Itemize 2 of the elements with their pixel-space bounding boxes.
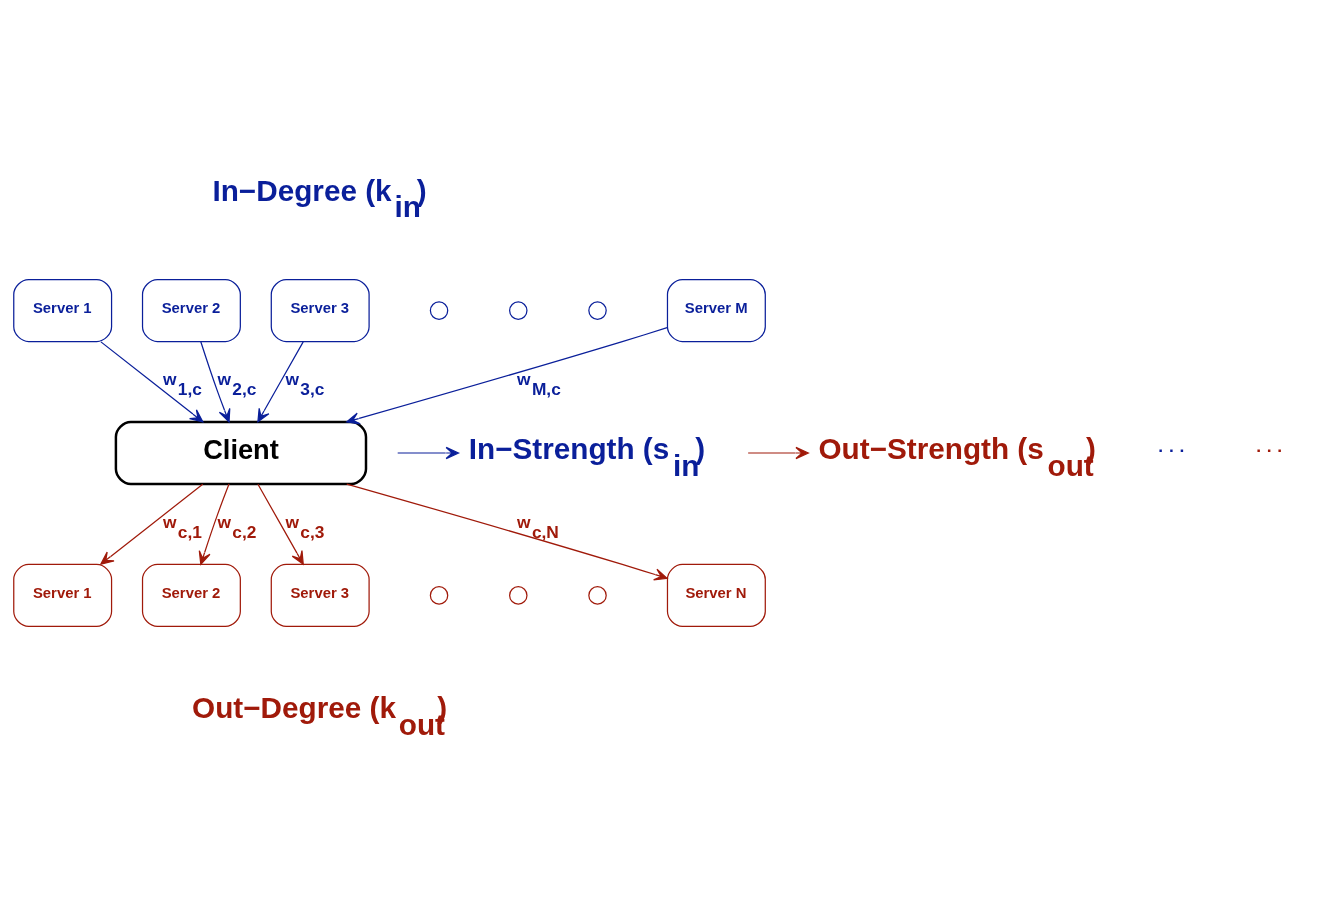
label: · · · — [1256, 440, 1284, 461]
label: · · · — [1158, 440, 1186, 461]
